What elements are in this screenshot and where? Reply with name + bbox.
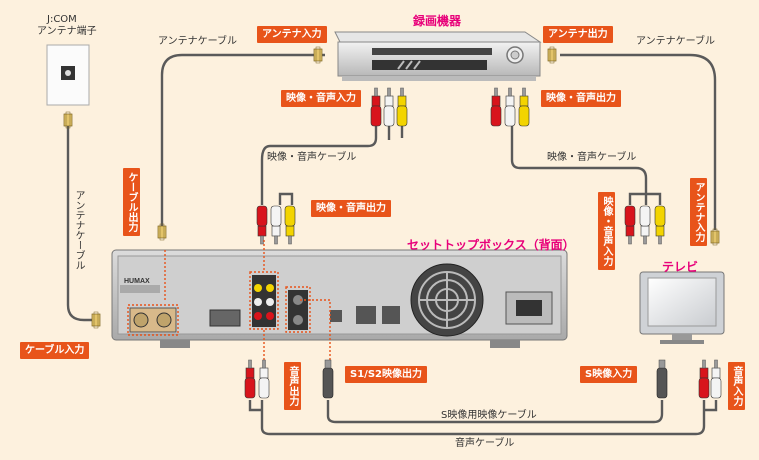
f-connector-icon xyxy=(313,46,323,64)
antenna-cable-stb-to-recorder xyxy=(160,53,325,238)
audio-in-tag: 音声入力 xyxy=(728,362,745,410)
av-cable-left xyxy=(260,126,378,205)
rca-plug-icon xyxy=(370,87,530,127)
antenna-out-tag: アンテナ出力 xyxy=(543,26,613,43)
rca-plug-icon xyxy=(244,359,722,399)
antenna-cable-left-label: アンテナケーブル xyxy=(158,36,237,47)
tv-av-in-tag: 映像・音声入力 xyxy=(598,192,615,270)
av-out-recorder-tag: 映像・音声出力 xyxy=(541,90,621,107)
brand-label: HUMAX xyxy=(124,278,150,285)
antenna-cable-vertical-label: アンテナケーブル xyxy=(73,190,84,270)
f-connector-icon xyxy=(547,46,557,64)
f-connector-icon xyxy=(91,311,101,329)
av-cable-right-label: 映像・音声ケーブル xyxy=(547,152,637,163)
av-cable-left-label: 映像・音声ケーブル xyxy=(267,152,357,163)
antenna-cable-right-label: アンテナケーブル xyxy=(636,36,715,47)
s-in-tag: S映像入力 xyxy=(580,366,638,383)
f-connector-icon xyxy=(157,223,167,241)
s-video-cable-label: S映像用映像ケーブル xyxy=(441,410,537,421)
audio-out-tag: 音声出力 xyxy=(284,362,301,410)
antenna-cable-recorder-to-tv xyxy=(560,53,717,230)
s-out-tag: S1/S2映像出力 xyxy=(345,366,427,383)
s-video-cable xyxy=(326,400,664,424)
cables xyxy=(66,53,718,436)
jcom-terminal-label: アンテナ端子 xyxy=(37,26,97,37)
antenna-in-tag: アンテナ入力 xyxy=(257,26,327,43)
tv-title: テレビ xyxy=(662,260,699,274)
tv-antenna-in-tag: アンテナ入力 xyxy=(690,178,707,246)
f-connector-icon xyxy=(710,228,720,246)
antenna-cable-wall xyxy=(66,122,95,322)
av-in-recorder-tag: 映像・音声入力 xyxy=(281,90,361,107)
cable-in-tag: ケーブル入力 xyxy=(20,342,90,359)
av-out-stb-tag: 映像・音声出力 xyxy=(311,200,391,217)
stb-title: セットトップボックス（背面） xyxy=(407,238,575,252)
tv-icon[interactable] xyxy=(639,271,725,344)
audio-cable-label: 音声ケーブル xyxy=(455,438,515,449)
cable-out-tag: ケーブル出力 xyxy=(123,168,140,236)
recorder-icon[interactable] xyxy=(334,31,542,81)
audio-cable xyxy=(260,400,706,436)
jcom-label: J:COM xyxy=(47,14,77,25)
av-cable-right xyxy=(510,126,648,205)
recorder-title: 録画機器 xyxy=(413,14,462,28)
stb-icon[interactable] xyxy=(111,249,568,348)
wall-outlet-icon xyxy=(46,44,90,129)
